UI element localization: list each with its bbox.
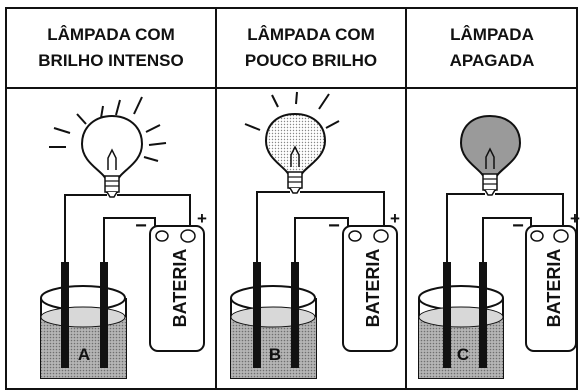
electrode-left — [443, 262, 451, 368]
circuit-wires — [446, 193, 564, 265]
electrode-left — [61, 262, 69, 368]
header-line-1: LÂMPADA COM — [247, 25, 374, 44]
light-bulb-icon — [80, 114, 144, 198]
minus-terminal: − — [328, 215, 340, 237]
header-line-1: LÂMPADA COM — [47, 25, 174, 44]
plus-terminal: + — [570, 209, 580, 228]
plus-terminal: + — [390, 209, 400, 228]
header-line-1: LÂMPADA — [450, 25, 534, 44]
battery-label: BATERIA — [544, 249, 564, 328]
panel-header-a: LÂMPADA COM BRILHO INTENSO — [38, 25, 183, 70]
panel-header-b: LÂMPADA COM POUCO BRILHO — [245, 25, 377, 70]
solution-label: A — [78, 345, 90, 364]
light-bulb-icon — [459, 114, 522, 196]
header-line-2: POUCO BRILHO — [245, 51, 377, 70]
battery: BATERIA — [149, 225, 205, 352]
battery-label: BATERIA — [363, 249, 383, 328]
electrode-left — [253, 262, 261, 368]
electrode-right — [479, 262, 487, 368]
minus-terminal: − — [135, 215, 147, 237]
panel-header-c: LÂMPADA APAGADA — [450, 25, 535, 70]
circuit-panel-a: A BATERIA − + — [40, 96, 207, 379]
light-rays-icon — [49, 96, 167, 162]
beaker — [230, 285, 317, 379]
beaker — [418, 285, 504, 379]
solution-label: C — [457, 345, 469, 364]
circuit-panel-b: B BATERIA − + — [230, 91, 400, 379]
table-frame — [5, 7, 578, 390]
solution-label: B — [269, 345, 281, 364]
header-line-2: BRILHO INTENSO — [38, 51, 183, 70]
circuit-wires — [256, 191, 385, 265]
minus-terminal: − — [512, 215, 524, 237]
circuit-panel-c: C BATERIA − + — [418, 114, 580, 379]
circuit-wires — [64, 194, 191, 265]
electrode-right — [291, 262, 299, 368]
light-bulb-icon — [264, 112, 327, 194]
battery-label: BATERIA — [170, 249, 190, 328]
battery: BATERIA — [525, 225, 577, 352]
light-rays-icon — [244, 91, 340, 131]
plus-terminal: + — [197, 209, 207, 228]
battery: BATERIA — [342, 225, 398, 352]
electrode-right — [100, 262, 108, 368]
beaker — [40, 285, 127, 379]
header-line-2: APAGADA — [450, 51, 535, 70]
